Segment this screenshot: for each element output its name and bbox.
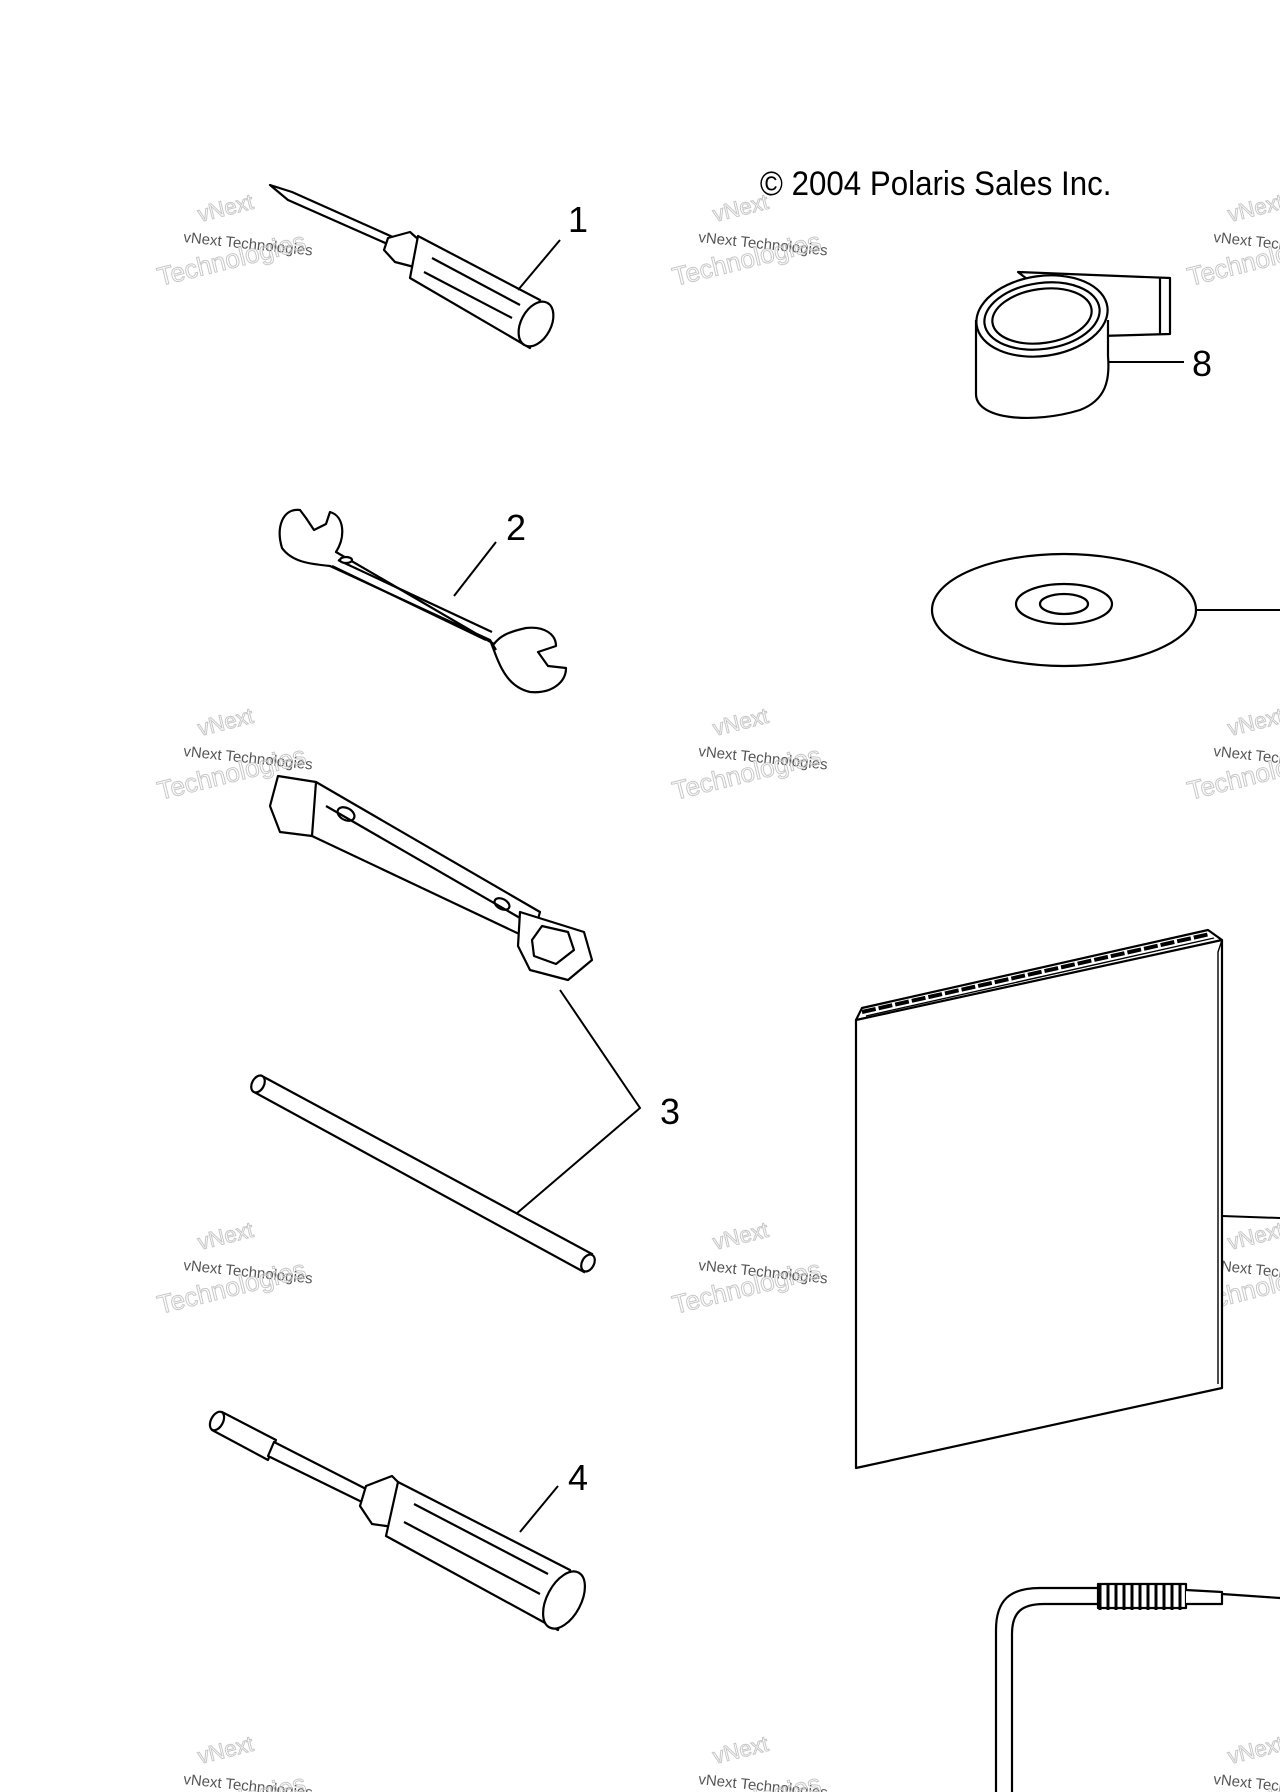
watermark-text: vNext [195, 189, 256, 227]
callout-8: 8 [1192, 343, 1212, 384]
watermark-text: vNext [1225, 1217, 1280, 1255]
leader-line-1 [517, 239, 561, 291]
leader-line-manual [1221, 1215, 1280, 1219]
watermark-text: vNext [710, 1731, 771, 1769]
item-8-tape-roll [974, 270, 1172, 419]
watermark-text: vNext [1225, 703, 1280, 741]
item-disc [930, 552, 1198, 668]
callout-3: 3 [660, 1091, 680, 1132]
watermark-text: vNext [195, 703, 256, 741]
watermark-text: vNext Technologies [1213, 1771, 1280, 1792]
copyright-text: © 2004 Polaris Sales Inc. [760, 164, 1112, 203]
watermark-text: vNext [1225, 1731, 1280, 1769]
leader-line-4 [519, 1485, 559, 1533]
callout-1: 1 [568, 199, 588, 240]
callout-2: 2 [506, 507, 526, 548]
item-3-box-spanner [268, 774, 594, 982]
watermark-text: vNext [710, 1217, 771, 1255]
watermark-text: vNext [195, 1217, 256, 1255]
watermark-text: vNext [195, 1731, 256, 1769]
item-2-wrench [278, 508, 568, 694]
probe-grip-coils [1098, 1584, 1182, 1610]
item-4-screwdriver [208, 1410, 587, 1632]
watermark-text: vNext [1225, 189, 1280, 227]
leader-line-2 [453, 541, 497, 597]
item-manual [854, 928, 1224, 1470]
callout-4: 4 [568, 1457, 588, 1498]
watermark-text: vNext [710, 703, 771, 741]
leader-line-3 [515, 989, 642, 1215]
item-3-tommy-bar [250, 1074, 596, 1274]
item-1-awl [268, 183, 555, 350]
